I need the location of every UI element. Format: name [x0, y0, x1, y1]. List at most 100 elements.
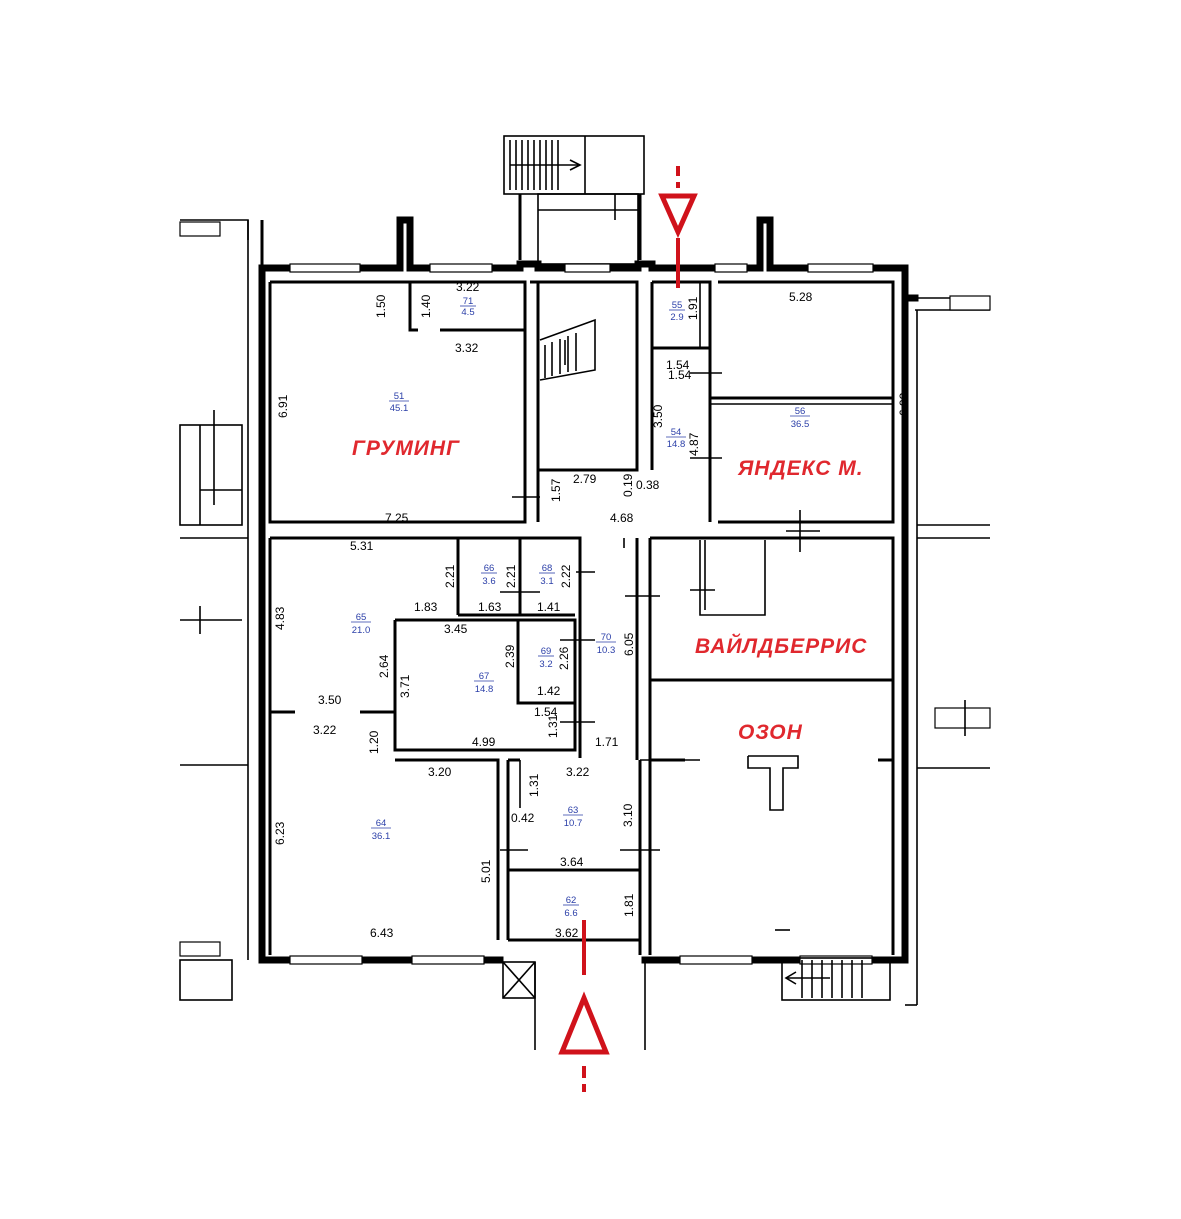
dimension-label: 3.32	[455, 341, 479, 355]
dimension-label: 2.21	[504, 564, 518, 588]
outer-walls	[180, 216, 990, 964]
dimension-label: 2.79	[573, 472, 597, 486]
room-number-area: 2.9	[670, 312, 683, 323]
room-number-area: 3.1	[540, 576, 553, 587]
door-marks	[500, 372, 820, 931]
dimension-label: 3.10	[621, 803, 635, 827]
dimension-label: 1.20	[367, 730, 381, 754]
entrance-arrow-bottom	[558, 920, 610, 1092]
dimension-label: 0.19	[621, 473, 635, 497]
dimension-label: 2.64	[377, 654, 391, 678]
dimension-label: 3.45	[444, 622, 468, 636]
dimension-label: 3.62	[555, 926, 579, 940]
top-stair-block	[503, 135, 645, 265]
dimension-label: 3.22	[313, 723, 337, 737]
room-number-area: 36.1	[372, 831, 391, 842]
room-label-56: 56 36.5	[790, 406, 810, 430]
dimension-label: 5.01	[479, 859, 493, 883]
dimension-label: 6.23	[273, 821, 287, 845]
dimension-label: 5.31	[350, 539, 374, 553]
dimension-label: 0.38	[636, 478, 660, 492]
room-number-area: 14.8	[475, 684, 494, 695]
dimension-label: 1.41	[537, 600, 561, 614]
dimension-label: 1.40	[419, 294, 433, 318]
room-number-area: 21.0	[352, 625, 371, 636]
room-number-area: 4.5	[461, 307, 474, 318]
room-number-area: 54	[671, 427, 682, 438]
dimension-label: 1.91	[686, 296, 700, 320]
room-number-area: 10.7	[564, 818, 583, 829]
room-label-67: 67 14.8	[474, 671, 494, 695]
room-number-area: 67	[479, 671, 490, 682]
room-number-area: 14.8	[667, 439, 686, 450]
room-number-area: 45.1	[390, 403, 409, 414]
dimension-label: 2.22	[559, 564, 573, 588]
dimension-labels: 3.22 1.50 1.40 3.32 6.91 7.25 1.57 2.79 …	[273, 280, 911, 940]
room-number-area: 64	[376, 818, 387, 829]
room-number-area: 6.6	[564, 908, 577, 919]
dimension-label: 1.54	[668, 368, 692, 382]
dimension-label: 6.43	[370, 926, 394, 940]
dimension-label: 1.31	[527, 773, 541, 797]
dimension-label: 5.28	[789, 290, 813, 304]
dimension-label: 7.25	[385, 511, 409, 525]
dimension-label: 3.64	[560, 855, 584, 869]
room-label-63: 63 10.7	[563, 805, 583, 829]
room-number-area: 69	[541, 646, 552, 657]
dimension-label: 3.71	[398, 674, 412, 698]
room-labels: 71 4.5 51 45.1 55 2.9 54 14.8 56 36.5 65…	[351, 296, 810, 919]
room-number-area: 66	[484, 563, 495, 574]
room-label-70: 70 10.3	[596, 632, 616, 656]
dimension-label: 1.50	[374, 294, 388, 318]
dimension-label: 4.99	[472, 735, 496, 749]
room-number-area: 65	[356, 612, 367, 623]
bottom-entrance	[502, 961, 646, 1050]
room-number-area: 63	[568, 805, 579, 816]
dimension-label: 4.83	[273, 606, 287, 630]
left-exterior	[179, 410, 248, 1001]
bottom-right-stair	[781, 957, 891, 1001]
interior-walls	[268, 280, 895, 955]
dimension-label: 1.71	[595, 735, 619, 749]
room-label-64: 64 36.1	[371, 818, 391, 842]
dimension-label: 1.54	[534, 705, 558, 719]
dimension-label: 1.54	[666, 358, 690, 372]
room-number-area: 3.6	[482, 576, 495, 587]
dimension-label: 2.21	[443, 564, 457, 588]
tenant-label-grooming: ГРУМИНГ	[352, 437, 460, 460]
room-label-71: 71 4.5	[460, 296, 476, 318]
tenant-label-wildberries: ВАЙЛДБЕРРИС	[695, 634, 867, 658]
room-label-55: 55 2.9	[669, 300, 685, 323]
dimension-label: 2.26	[557, 646, 571, 670]
dimension-label: 1.83	[414, 600, 438, 614]
bottom-windows	[179, 941, 873, 965]
dimension-label: 3.22	[566, 765, 590, 779]
dimension-label: 4.68	[610, 511, 634, 525]
room-label-54: 54 14.8	[666, 427, 686, 450]
dimension-label: 3.50	[651, 404, 665, 428]
dimension-label: 3.50	[318, 693, 342, 707]
dimension-label: 1.42	[537, 684, 561, 698]
room-label-68: 68 3.1	[539, 563, 555, 587]
room-number-area: 70	[601, 632, 612, 643]
dimension-label: 0.42	[511, 811, 535, 825]
dimension-label: 1.31	[546, 714, 560, 738]
room-number-area: 62	[566, 895, 577, 906]
right-exterior	[904, 310, 991, 1006]
tenant-label-yandex: ЯНДЕКС М.	[737, 457, 864, 480]
dimension-label: 1.57	[549, 478, 563, 502]
room-number-area: 56	[795, 406, 806, 417]
dimension-label: 6.05	[622, 632, 636, 656]
top-windows	[179, 221, 991, 311]
room-number-area: 10.3	[597, 645, 616, 656]
dimension-label: 1.63	[478, 600, 502, 614]
dimension-label: 4.87	[687, 432, 701, 456]
dimension-label: 3.20	[428, 765, 452, 779]
entrance-arrow-top	[658, 166, 698, 288]
dimension-label: 6.91	[276, 394, 290, 418]
room-number-area: 51	[394, 391, 405, 402]
dimension-label: 6.92	[897, 392, 911, 416]
dimension-label: 2.39	[503, 644, 517, 668]
room-label-62: 62 6.6	[563, 895, 579, 919]
